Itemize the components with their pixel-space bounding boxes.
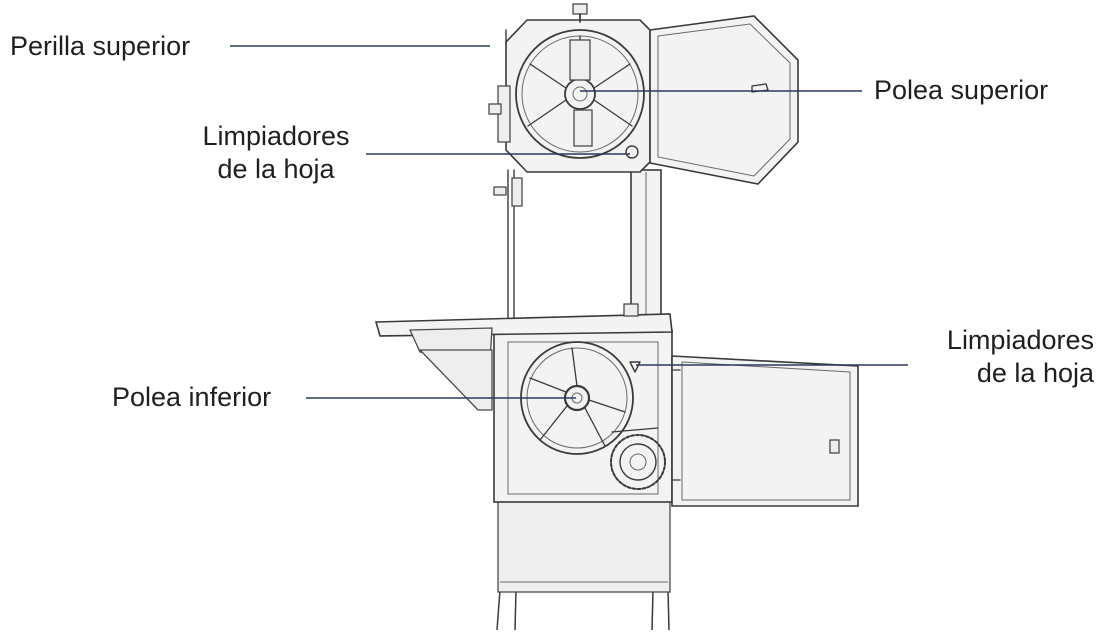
saw-legs: [496, 589, 670, 631]
top-knob: [505, 3, 588, 45]
upper-door: [649, 15, 799, 185]
label-limpiadores-top-line1: Limpiadores: [202, 121, 350, 151]
label-limpiadores-right-line1: Limpiadores: [946, 325, 1094, 355]
upper-housing: [488, 19, 651, 173]
leader-lines: [230, 45, 908, 399]
drive-gear: [610, 427, 666, 490]
lower-stand: [497, 499, 671, 593]
label-polea-inferior: Polea inferior: [112, 382, 272, 412]
label-perilla-superior: Perilla superior: [10, 31, 191, 61]
upper-pulley: [515, 29, 645, 159]
saw-table: [374, 303, 673, 411]
label-limpiadores-top-line2: de la hoja: [217, 154, 335, 184]
label-limpiadores-right-line2: de la hoja: [976, 358, 1094, 388]
label-limpiadores-right: Limpiadores de la hoja: [898, 324, 1094, 390]
lower-door: [671, 355, 859, 507]
label-polea-superior: Polea superior: [874, 75, 1049, 105]
blade-guide-post: [493, 169, 523, 326]
label-limpiadores-top: Limpiadores de la hoja: [176, 120, 376, 186]
lower-housing: [493, 329, 673, 503]
